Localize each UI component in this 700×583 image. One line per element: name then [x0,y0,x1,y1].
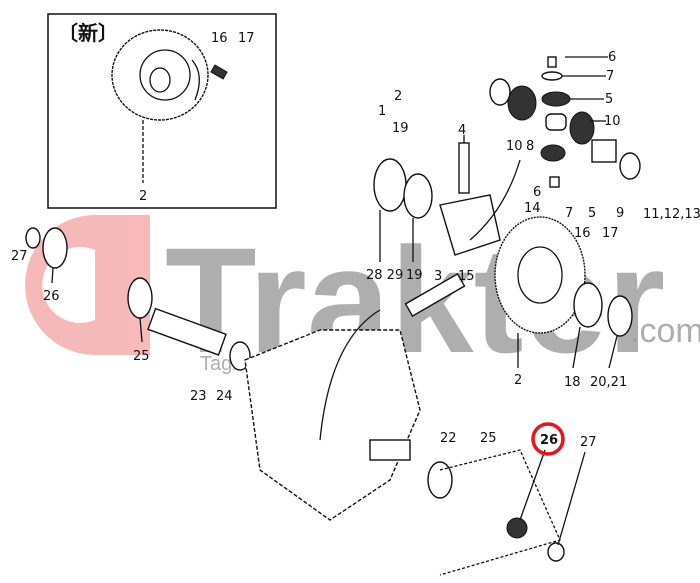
callout-3: 3 [434,269,442,284]
callout-26: 26 [43,289,60,304]
callout-17: 17 [602,226,619,241]
callout-4: 4 [458,123,466,138]
callout-19: 19 [406,268,423,283]
callout-18: 18 [564,375,581,390]
callout-group-2: 2 [394,89,402,104]
inset-label-17: 17 [238,31,255,46]
callout-25b: 25 [480,431,497,446]
callout-24: 24 [216,389,233,404]
inset-label-2: 2 [139,189,147,204]
callout-28-29: 28 29 [366,268,403,283]
callout-8: 8 [526,139,534,154]
callout-1: 1 [378,104,386,119]
callout-2: 2 [514,373,522,388]
inset-new-part: 〔新〕 16 17 2 [47,13,277,209]
callout-10b: 10 [506,139,523,154]
callout-14: 14 [524,201,541,216]
callout-20-21: 20,21 [590,375,627,390]
callout-group-19: 19 [392,121,409,136]
callout-5: 5 [605,92,613,107]
callout-10: 10 [604,114,621,129]
callout-25: 25 [133,349,150,364]
inset-label-16: 16 [211,31,228,46]
callout-7: 7 [606,69,614,84]
callout-5b: 5 [588,206,596,221]
leader-lines [51,56,618,546]
watermark-suffix: .com [630,312,700,350]
callout-22: 22 [440,431,457,446]
callout-27b: 27 [580,435,597,450]
callout-23: 23 [190,389,207,404]
callout-26-highlighted: 26 [540,433,558,448]
callout-6: 6 [608,50,616,65]
differential-parts [373,56,641,337]
inset-title: 〔新〕 [58,21,118,45]
callout-labels: 1 2 19 6 7 5 10 4 10 8 6 7 5 9 11,12,13 … [11,50,700,456]
callout-27: 27 [11,249,28,264]
shaft-parts [25,227,565,576]
callout-11-12-13: 11,12,13 [643,207,700,222]
highlight-circle [531,422,565,456]
callout-16: 16 [574,226,591,241]
callout-9: 9 [616,206,624,221]
callout-15: 15 [458,269,475,284]
callout-7b: 7 [565,206,573,221]
callout-6b: 6 [533,185,541,200]
